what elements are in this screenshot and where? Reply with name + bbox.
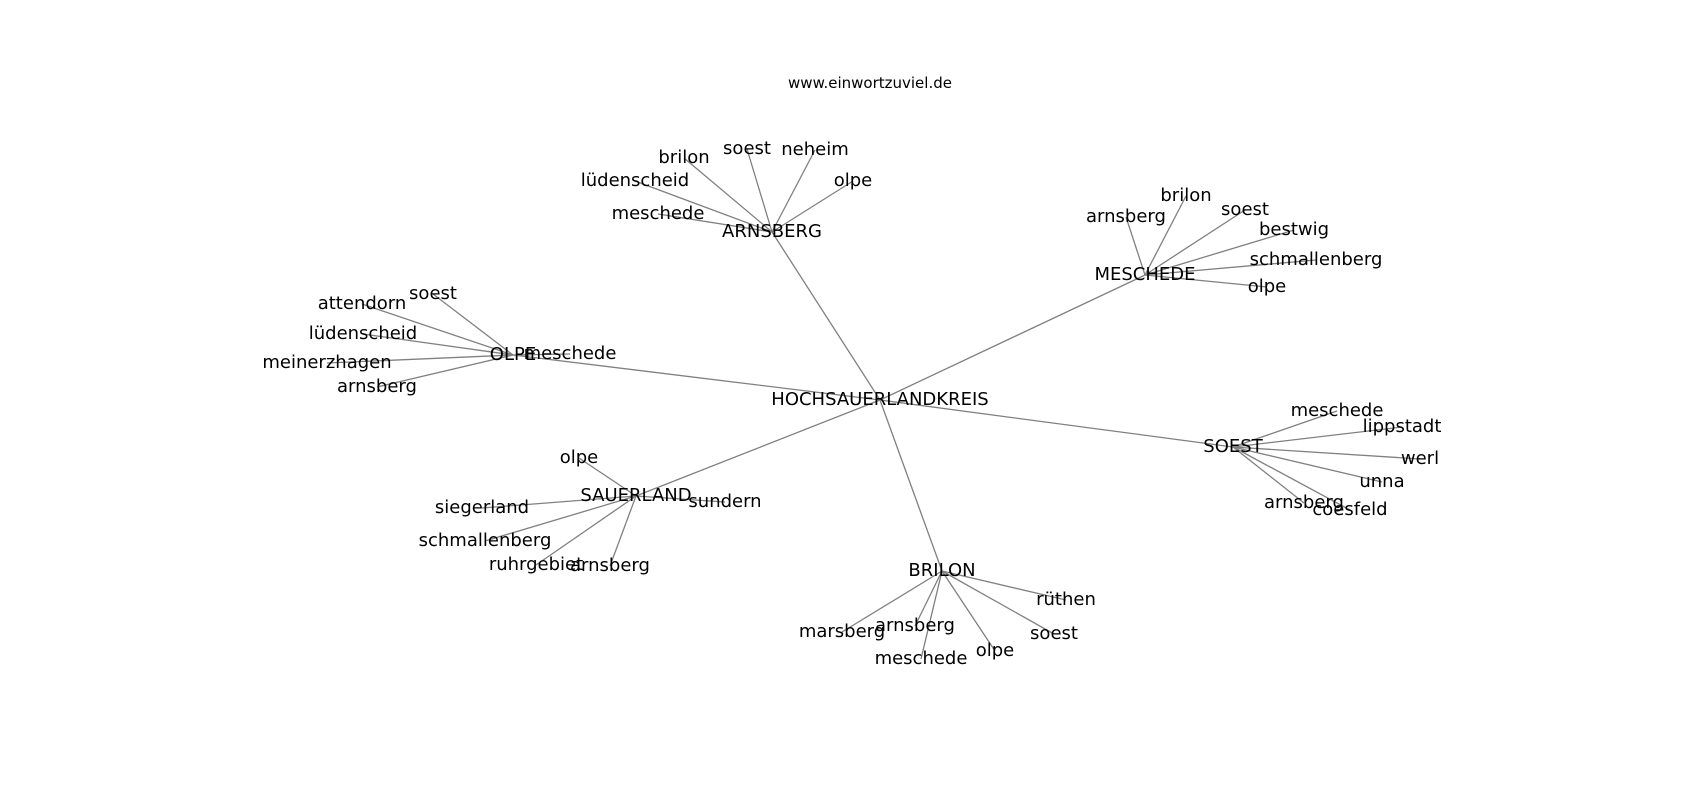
edge-root-meschede [879,274,1146,401]
leaf-label-olpe-meschede: meschede [524,343,617,364]
edge-root-arnsberg [771,231,881,401]
hub-label-olpe: OLPE [490,344,536,365]
leaf-label-olpe-soest: soest [409,283,457,304]
leaf-label-meschede-olpe: olpe [1248,276,1287,297]
leaf-label-arnsberg-olpe: olpe [834,170,873,191]
leaf-label-meschede-bestwig: bestwig [1259,219,1329,240]
leaf-label-soest-coesfeld: coesfeld [1312,499,1387,520]
leaf-label-sauerland-schmallenberg: schmallenberg [419,530,552,551]
root-label: HOCHSAUERLANDKREIS [771,389,988,410]
leaf-label-meschede-brilon: brilon [1160,185,1211,206]
edge-arnsberg-neheim [771,149,816,233]
edge-brilon-meschede [920,570,943,660]
leaf-label-soest-werl: werl [1401,448,1439,469]
leaf-label-sauerland-arnsberg: arnsberg [570,555,650,576]
leaf-label-sauerland-ruhrgebiet: ruhrgebiet [489,554,583,575]
edge-meschede-brilon [1144,195,1187,276]
leaf-label-olpe-arnsberg: arnsberg [337,376,417,397]
edge-sauerland-olpe [578,457,637,497]
hub-label-sauerland: SAUERLAND [580,485,691,506]
hub-label-meschede: MESCHEDE [1094,264,1195,285]
leaf-label-brilon-arnsberg: arnsberg [875,615,955,636]
edge-arnsberg-luedenscheid [634,180,773,233]
leaf-label-olpe-luedenscheid: lüdenscheid [309,323,418,344]
leaf-label-arnsberg-soest: soest [723,138,771,159]
leaf-label-arnsberg-brilon: brilon [658,147,709,168]
leaf-label-meschede-schmallenberg: schmallenberg [1250,249,1383,270]
leaf-label-arnsberg-luedenscheid: lüdenscheid [581,170,690,191]
edge-soest-coesfeld [1232,446,1351,511]
leaf-label-olpe-attendorn: attendorn [318,293,407,314]
edge-brilon-marsberg [841,570,943,633]
edge-arnsberg-meschede [657,213,773,233]
leaf-label-brilon-soest: soest [1030,623,1078,644]
edge-root-soest [879,399,1234,448]
edge-olpe-luedenscheid [362,333,514,356]
leaf-label-arnsberg-neheim: neheim [781,139,849,160]
edge-olpe-soest [432,293,514,356]
leaf-label-soest-unna: unna [1359,471,1404,492]
edge-root-olpe [512,354,881,401]
edge-soest-werl [1232,446,1421,460]
leaf-label-meschede-arnsberg: arnsberg [1086,206,1166,227]
hub-label-brilon: BRILON [908,560,975,581]
leaf-label-soest-lippstadt: lippstadt [1363,416,1442,437]
leaf-label-brilon-marsberg: marsberg [799,621,885,642]
edge-sauerland-sundern [635,495,726,503]
hub-label-arnsberg: ARNSBERG [722,221,822,242]
leaf-label-brilon-olpe: olpe [976,640,1015,661]
leaf-label-soest-meschede: meschede [1291,400,1384,421]
edge-sauerland-arnsberg [609,495,637,567]
node-labels: brilon soest neheim lüdenscheid olpe meschede… [262,138,1441,669]
leaf-label-brilon-meschede: meschede [875,648,968,669]
leaf-label-brilon-ruethen: rüthen [1036,589,1096,610]
edge-meschede-soest [1144,209,1246,276]
edge-root-sauerland [635,399,881,497]
leaf-label-arnsberg-meschede: meschede [612,203,705,224]
edge-sauerland-schmallenberg [484,495,637,542]
edge-olpe-meinerzhagen [326,354,514,364]
edge-brilon-olpe [941,570,996,652]
edge-brilon-arnsberg [914,570,943,627]
edge-meschede-schmallenberg [1144,259,1317,276]
edge-soest-meschede [1232,410,1338,448]
leaf-label-meschede-soest: soest [1221,199,1269,220]
edge-meschede-arnsberg [1125,216,1146,276]
edge-brilon-ruethen [941,570,1067,601]
leaf-label-sauerland-siegerland: siegerland [435,497,529,518]
edge-sauerland-ruhrgebiet [535,495,637,566]
credit-text: www.einwortzuviel.de [788,74,952,92]
edge-meschede-olpe [1144,274,1268,288]
edge-meschede-bestwig [1144,229,1295,276]
edge-root-brilon [879,399,943,572]
edge-brilon-soest [941,570,1055,635]
edge-arnsberg-olpe [771,180,854,233]
edge-olpe-arnsberg [376,354,514,388]
edge-soest-arnsberg [1232,446,1305,504]
edge-soest-lippstadt [1232,426,1403,448]
leaf-label-sauerland-sundern: sundern [688,491,761,512]
edge-arnsberg-soest [746,148,773,233]
edge-arnsberg-brilon [683,157,773,233]
leaf-label-olpe-meinerzhagen: meinerzhagen [262,352,391,373]
leaf-label-sauerland-olpe: olpe [560,447,599,468]
edge-olpe-attendorn [361,303,514,356]
edge-soest-unna [1232,446,1383,483]
leaf-label-soest-arnsberg: arnsberg [1264,492,1344,513]
hub-label-soest: SOEST [1203,436,1263,457]
edge-olpe-meschede [512,353,571,356]
edges [326,148,1421,660]
edge-sauerland-siegerland [481,495,637,509]
